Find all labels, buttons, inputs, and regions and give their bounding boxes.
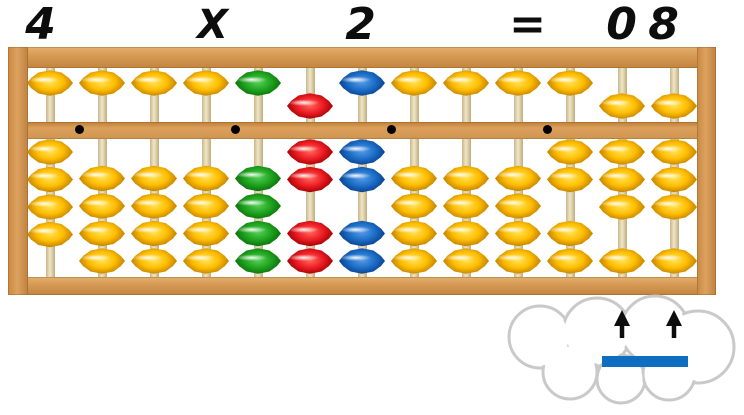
heaven-bead[interactable]: [443, 70, 489, 96]
heaven-bead[interactable]: [547, 70, 593, 96]
equation-equals-sign: =: [509, 0, 546, 50]
heaven-bead[interactable]: [339, 70, 385, 96]
earth-bead[interactable]: [183, 165, 229, 192]
earth-bead[interactable]: [391, 248, 437, 274]
answer-underline: [602, 356, 688, 367]
earth-bead[interactable]: [547, 248, 593, 274]
abacus-frame-bottom: [8, 277, 716, 295]
equation-operand2: 2: [345, 0, 376, 50]
up-arrow-icon: [614, 310, 630, 326]
earth-bead[interactable]: [287, 166, 333, 193]
earth-bead[interactable]: [131, 193, 177, 219]
earth-bead[interactable]: [651, 248, 697, 274]
earth-bead[interactable]: [547, 139, 593, 165]
unit-dot: [386, 124, 396, 134]
earth-bead[interactable]: [495, 220, 541, 247]
earth-bead[interactable]: [339, 248, 385, 274]
earth-bead[interactable]: [495, 193, 541, 219]
heaven-bead[interactable]: [27, 70, 73, 96]
earth-bead[interactable]: [287, 220, 333, 247]
earth-bead[interactable]: [183, 248, 229, 274]
earth-bead[interactable]: [599, 194, 645, 220]
earth-bead[interactable]: [495, 165, 541, 192]
heaven-bead[interactable]: [183, 70, 229, 96]
earth-bead[interactable]: [235, 220, 281, 247]
earth-bead[interactable]: [131, 220, 177, 247]
earth-bead[interactable]: [235, 165, 281, 192]
heaven-bead[interactable]: [599, 93, 645, 119]
abacus-frame-top: [8, 47, 716, 68]
heaven-bead[interactable]: [79, 70, 125, 96]
earth-bead[interactable]: [391, 165, 437, 192]
heaven-bead[interactable]: [495, 70, 541, 96]
earth-bead[interactable]: [339, 139, 385, 165]
earth-bead[interactable]: [235, 193, 281, 219]
earth-bead[interactable]: [287, 139, 333, 165]
abacus: [8, 47, 716, 295]
earth-bead[interactable]: [391, 193, 437, 219]
equation-operand1: 4: [25, 0, 56, 50]
heaven-bead[interactable]: [651, 93, 697, 119]
earth-bead[interactable]: [547, 220, 593, 247]
equation-result-units: 8: [648, 0, 679, 50]
thought-bubble: [507, 294, 736, 405]
abacus-frame-right: [697, 47, 716, 295]
earth-bead[interactable]: [235, 248, 281, 274]
abacus-frame-left: [8, 47, 28, 295]
earth-bead[interactable]: [651, 194, 697, 220]
earth-bead[interactable]: [651, 166, 697, 193]
earth-bead[interactable]: [599, 166, 645, 193]
abacus-beam: [16, 122, 708, 139]
earth-bead[interactable]: [443, 248, 489, 274]
earth-bead[interactable]: [79, 193, 125, 219]
heaven-bead[interactable]: [235, 70, 281, 96]
earth-bead[interactable]: [27, 221, 73, 248]
earth-bead[interactable]: [27, 139, 73, 165]
unit-dot: [230, 124, 240, 134]
earth-bead[interactable]: [27, 166, 73, 193]
heaven-bead[interactable]: [287, 93, 333, 119]
earth-bead[interactable]: [183, 220, 229, 247]
earth-bead[interactable]: [79, 220, 125, 247]
earth-bead[interactable]: [131, 165, 177, 192]
earth-bead[interactable]: [391, 220, 437, 247]
earth-bead[interactable]: [79, 248, 125, 274]
earth-bead[interactable]: [339, 166, 385, 193]
equation-multiply-sign: X: [197, 2, 228, 48]
earth-bead[interactable]: [79, 165, 125, 192]
earth-bead[interactable]: [547, 166, 593, 193]
earth-bead[interactable]: [599, 139, 645, 165]
equation-result-tens: 0: [606, 0, 637, 50]
earth-bead[interactable]: [651, 139, 697, 165]
earth-bead[interactable]: [443, 193, 489, 219]
earth-bead[interactable]: [443, 220, 489, 247]
earth-bead[interactable]: [599, 248, 645, 274]
earth-bead[interactable]: [183, 193, 229, 219]
earth-bead[interactable]: [339, 220, 385, 247]
earth-bead[interactable]: [287, 248, 333, 274]
heaven-bead[interactable]: [391, 70, 437, 96]
up-arrow-icon: [666, 310, 682, 326]
earth-bead[interactable]: [443, 165, 489, 192]
earth-bead[interactable]: [27, 194, 73, 220]
unit-dot: [74, 124, 84, 134]
earth-bead[interactable]: [495, 248, 541, 274]
unit-dot: [542, 124, 552, 134]
heaven-bead[interactable]: [131, 70, 177, 96]
earth-bead[interactable]: [131, 248, 177, 274]
